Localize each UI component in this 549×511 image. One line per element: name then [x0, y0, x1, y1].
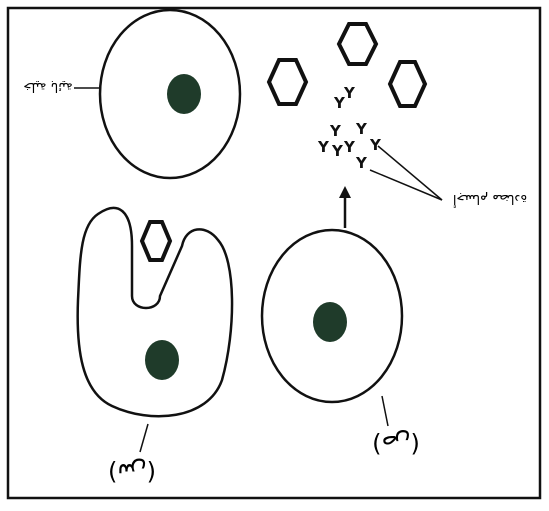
- svg-text:(ص): (ص): [372, 430, 420, 458]
- b-cell-nucleus: [167, 74, 201, 114]
- antibody-y: Y: [343, 84, 356, 102]
- antibody-y: Y: [317, 138, 330, 156]
- antibody-y: Y: [369, 136, 382, 154]
- hexagon-antigen-icon: [336, 22, 379, 66]
- hexagon-antigen-icon: [387, 60, 428, 108]
- antibody-y: Y: [355, 154, 368, 172]
- macrophage-pointer-line: [139, 423, 149, 453]
- svg-text:أجسام مضادة: أجسام مضادة: [453, 191, 527, 208]
- antibody-y: Y: [343, 138, 356, 156]
- antibody-y: Y: [333, 94, 346, 112]
- cell-label-s: (س): [108, 458, 156, 486]
- antibody-y: Y: [355, 120, 368, 138]
- antibody-y: Y: [329, 122, 342, 140]
- antibody-y: Y: [331, 142, 344, 160]
- antibodies-label: أجسام مضادة: [453, 191, 527, 208]
- macrophage-cell-membrane: [76, 206, 234, 418]
- svg-text:خلية بائية: خلية بائية: [23, 79, 72, 94]
- plasma-cell-nucleus: [313, 302, 347, 342]
- hexagon-antigen-icon: [266, 58, 309, 106]
- svg-text:(س): (س): [108, 458, 156, 486]
- antibody-cluster: Y Y Y Y Y Y Y Y Y: [317, 84, 382, 172]
- macrophage-nucleus: [145, 340, 179, 380]
- engulfed-antigen-icon: [139, 220, 173, 262]
- up-arrow-icon: [339, 186, 351, 228]
- cell-label-sh: (ص): [372, 430, 420, 458]
- antibody-pointer-lines: [369, 145, 443, 201]
- b-cell-label: خلية بائية: [23, 79, 72, 94]
- plasma-cell-pointer-line: [381, 395, 389, 427]
